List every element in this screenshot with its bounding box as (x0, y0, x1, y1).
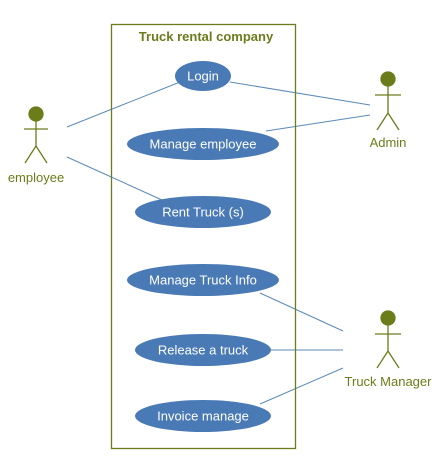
actor-admin[interactable]: Admin (370, 71, 407, 150)
association-admin-login (229, 81, 371, 106)
stick-figure-icon (375, 310, 401, 369)
use-case-label: Login (187, 69, 219, 84)
stick-figure-icon (375, 71, 401, 131)
use-case-label: Manage Truck Info (149, 273, 257, 288)
association-admin-manage-employee (265, 114, 371, 132)
use-case-release-truck[interactable]: Release a truck (135, 334, 271, 366)
use-case-ellipse (135, 196, 271, 228)
associations (66, 81, 371, 405)
use-case-ellipse (127, 264, 279, 296)
actor-label: employee (8, 170, 64, 185)
use-case-manage-truck-info[interactable]: Manage Truck Info (127, 264, 279, 296)
use-case-ellipse (175, 61, 231, 91)
actor-employee[interactable]: employee (8, 106, 64, 185)
actor-label: Admin (370, 135, 407, 150)
use-case-rent-truck[interactable]: Rent Truck (s) (135, 196, 271, 228)
association-manager-manage-truck-info (259, 292, 344, 332)
actor-truck-manager[interactable]: Truck Manager (345, 310, 433, 389)
stick-figure-icon (24, 106, 48, 164)
association-manager-invoice-manage (259, 367, 344, 405)
use-case-label: Rent Truck (s) (162, 205, 244, 220)
system-boundary (110, 23, 297, 450)
use-case-label: Manage employee (150, 137, 257, 152)
use-case-ellipse (135, 334, 271, 366)
use-case-manage-employee[interactable]: Manage employee (127, 128, 279, 160)
use-case-ellipse (135, 400, 271, 432)
use-case-invoice-manage[interactable]: Invoice manage (135, 400, 271, 432)
use-case-label: Release a truck (158, 343, 249, 358)
association-employee-login (66, 81, 181, 128)
actor-label: Truck Manager (345, 374, 433, 389)
system-title: Truck rental company (139, 29, 274, 44)
association-employee-rent-truck (66, 156, 163, 201)
use-case-label: Invoice manage (157, 409, 249, 424)
use-case-ellipse (127, 128, 279, 160)
use-case-login[interactable]: Login (175, 61, 231, 91)
